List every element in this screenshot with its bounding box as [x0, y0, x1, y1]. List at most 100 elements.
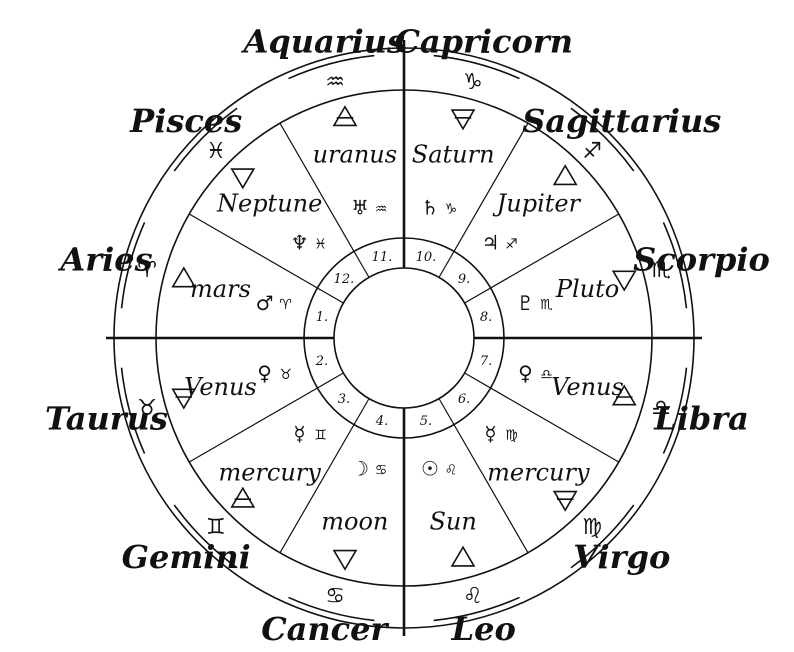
planet-name: Sun — [429, 508, 476, 536]
sign-scorpio: Scorpio♏ — [633, 240, 770, 283]
house-number: 12. — [334, 272, 355, 287]
planet-name: moon — [321, 508, 388, 536]
sign-arc — [288, 596, 375, 622]
planet-sector-saturn: Saturn♄♑ — [412, 109, 495, 220]
house-divider — [279, 122, 370, 278]
planet-name: Venus — [184, 373, 257, 401]
house-divider — [438, 398, 529, 554]
house-number: 3. — [338, 392, 350, 407]
sign-glyph-icon: ♋ — [375, 462, 388, 478]
sign-arc — [433, 54, 520, 80]
sign-aries: Aries♈ — [57, 240, 157, 283]
zodiac-glyph-icon: ♑ — [463, 70, 483, 95]
house-number: 5. — [420, 414, 432, 429]
house-number: 7. — [480, 354, 492, 369]
house-dividers — [106, 40, 702, 636]
inner-ring — [333, 267, 475, 409]
planet-sector-neptune: Neptune ♆ ♓ — [216, 168, 327, 255]
sign-glyph-icon: ♊ — [314, 427, 327, 443]
planet-name: mercury — [487, 458, 590, 486]
house-divider — [188, 372, 344, 463]
sign-glyph-icon: ♑ — [445, 202, 458, 218]
planet-glyph-icon: ♀ — [257, 361, 272, 385]
planet-name: mercury — [218, 458, 321, 486]
planet-glyph-icon: ☿ — [293, 421, 305, 445]
planet-sector-mars: mars♂♈ — [171, 266, 292, 315]
planet-name: uranus — [313, 140, 397, 168]
sign-glyph-icon: ♎ — [540, 367, 553, 383]
zodiac-glyph-icon: ♐ — [582, 139, 602, 164]
planet-name: Venus — [551, 373, 624, 401]
house-divider — [464, 372, 620, 463]
sign-taurus: Taurus♉ — [45, 396, 168, 438]
zodiac-glyph-icon: ♏ — [651, 258, 671, 283]
planet-glyph-icon: ♂ — [256, 291, 274, 315]
sign-name: Libra — [653, 400, 749, 438]
house-divider — [279, 398, 370, 554]
sign-leo: Leo♌ — [451, 584, 516, 648]
sign-glyph-icon: ♍ — [505, 427, 518, 443]
sign-glyph-icon: ♓ — [314, 237, 327, 253]
element-triangle — [171, 266, 197, 288]
planet-sector-uranus: uranus♅♒ — [313, 105, 397, 220]
house-divider — [464, 213, 620, 304]
sign-libra: Libra♎ — [651, 396, 749, 438]
house-number: 11. — [372, 250, 393, 265]
sign-name: Cancer — [261, 610, 389, 648]
house-number: 4. — [375, 414, 388, 429]
planet-glyph-icon: ♀ — [518, 361, 533, 385]
sign-sagittarius: Sagittarius♐ — [522, 102, 721, 164]
sign-arc — [662, 367, 688, 454]
zodiac-glyph-icon: ♈ — [137, 258, 157, 283]
sign-glyph-icon: ♌ — [445, 462, 458, 478]
zodiac-glyph-icon: ♊ — [206, 515, 226, 540]
sign-glyph-icon: ♉ — [279, 367, 292, 383]
house-divider — [188, 213, 344, 304]
element-triangle — [450, 545, 476, 567]
house-numbers: 10.9.8.7.6.5.4.3.2.1.12.11. — [315, 250, 493, 429]
sign-glyph-icon: ♏ — [540, 297, 553, 313]
planet-sector-moon: moon ☽ ♋ — [321, 456, 388, 571]
planet-glyph-icon: ♇ — [516, 291, 534, 315]
sign-gemini: Gemini♊ — [122, 515, 251, 576]
planet-sectors: Saturn♄♑Jupiter♃♐Pluto♇♏Venus♀♎mercury☿♍… — [171, 105, 637, 571]
planet-name: Neptune — [216, 190, 322, 218]
sign-glyph-icon: ♈ — [279, 297, 292, 313]
zodiac-glyph-icon: ♉ — [137, 396, 157, 421]
house-number: 8. — [480, 310, 492, 325]
house-number: 10. — [416, 250, 437, 265]
planet-glyph-icon: ☽ — [351, 456, 369, 480]
sign-arcs — [120, 54, 688, 622]
sign-name: Aquarius — [241, 22, 406, 60]
sign-glyph-icon: ♒ — [375, 202, 388, 218]
zodiac-glyph-icon: ♓ — [206, 139, 226, 164]
sign-glyph-icon: ♐ — [505, 237, 518, 253]
zodiac-glyph-icon: ♌ — [463, 584, 483, 609]
sign-arc — [570, 504, 635, 569]
sign-arc — [120, 222, 146, 309]
planet-sector-venus: Venus♀ ♉ — [171, 361, 292, 410]
zodiac-glyph-icon: ♎ — [651, 396, 671, 421]
sign-name: Taurus — [45, 400, 168, 438]
planet-glyph-icon: ♆ — [291, 231, 309, 255]
planet-glyph-icon: ♄ — [421, 196, 439, 220]
element-triangle — [332, 549, 358, 571]
planet-name: Pluto — [555, 275, 619, 303]
planet-glyph-icon: ☉ — [421, 456, 439, 480]
planet-sector-venus: Venus ♀ ♎ — [518, 361, 637, 406]
sign-name: Gemini — [122, 538, 251, 576]
planet-sector-pluto: Pluto ♇ ♏ — [516, 270, 637, 315]
sign-name: Scorpio — [633, 240, 770, 278]
sign-name: Pisces — [129, 102, 242, 140]
element-triangle — [552, 164, 578, 186]
sign-arc — [662, 222, 688, 309]
house-number: 1. — [316, 310, 328, 325]
element-triangle — [611, 384, 637, 406]
sign-arc — [570, 107, 635, 172]
sign-arc — [173, 107, 238, 172]
sign-virgo: Virgo♍ — [573, 515, 670, 576]
element-triangle — [611, 270, 637, 292]
house-number: 2. — [315, 354, 328, 369]
house-divider — [438, 122, 529, 278]
